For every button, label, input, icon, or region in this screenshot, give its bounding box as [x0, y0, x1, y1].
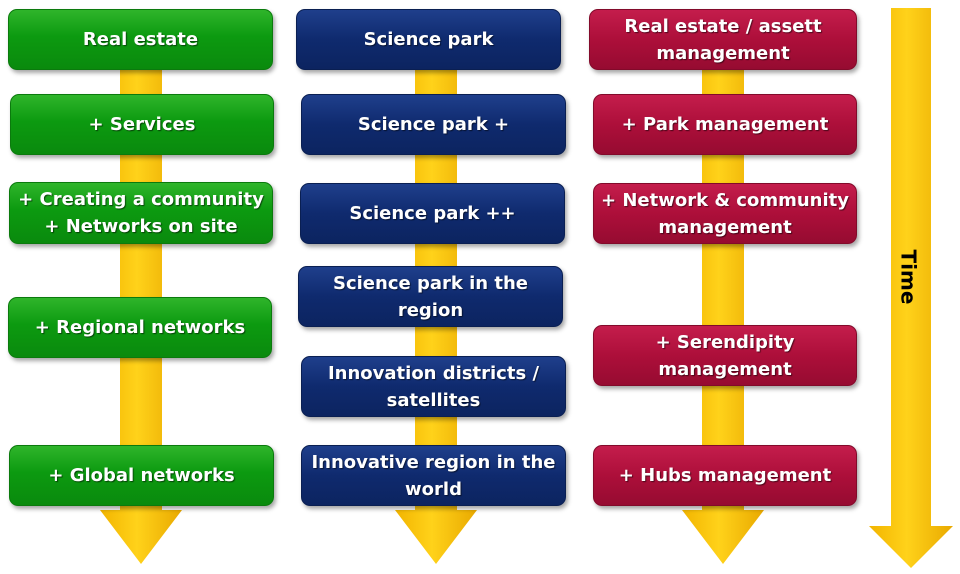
col1-box-1-line-1: Real estate: [82, 29, 199, 50]
col1-box-4-line-1: + Regional networks: [34, 317, 246, 338]
col1-box-5-line-1: + Global networks: [48, 465, 235, 486]
col3-box-4-line-2: management: [658, 358, 792, 380]
col1-box-3-line-1: + Creating a community: [18, 189, 264, 210]
col3-box-5-line-1: + Hubs management: [618, 465, 832, 486]
col2-box-3-line-1: Science park ++: [349, 203, 516, 224]
col2-box-5: Innovation districts / satellites: [301, 356, 566, 417]
col3-box-1-line-1: Real estate / assett: [624, 15, 822, 37]
col1-box-2: + Services: [10, 94, 274, 155]
col2-box-6-line-2: world: [405, 478, 462, 500]
col1-box-2-line-1: + Services: [88, 114, 196, 135]
col2-box-3: Science park ++: [300, 183, 565, 244]
col2-box-1-line-1: Science park: [363, 29, 494, 50]
column-3-arrow: [682, 40, 764, 564]
col3-box-3: + Network & community management: [593, 183, 857, 244]
col3-box-2: + Park management: [593, 94, 857, 155]
col1-box-3: + Creating a community + Networks on sit…: [9, 182, 273, 244]
time-label-text: Time: [896, 249, 920, 305]
col1-box-4: + Regional networks: [8, 297, 272, 358]
col3-box-4-line-1: + Serendipity: [655, 331, 795, 353]
col1-box-3-line-2: + Networks on site: [44, 216, 238, 237]
col3-box-4: + Serendipity management: [593, 325, 857, 386]
col1-box-5: + Global networks: [9, 445, 274, 506]
col2-box-5-line-2: satellites: [386, 389, 481, 411]
col3-box-1: Real estate / assett management: [589, 9, 857, 70]
col3-box-3-line-2: management: [658, 216, 792, 238]
time-label: Time: [888, 246, 928, 308]
col2-box-4: Science park in the region: [298, 266, 563, 327]
col1-box-1: Real estate: [8, 9, 273, 70]
col2-box-1: Science park: [296, 9, 561, 70]
col2-box-2-line-1: Science park +: [357, 114, 510, 135]
col2-box-4-line-1: Science park in the: [333, 272, 528, 294]
col2-box-6: Innovative region in the world: [301, 445, 566, 506]
col3-box-3-line-1: + Network & community: [601, 189, 849, 211]
col2-box-2: Science park +: [301, 94, 566, 155]
col2-box-5-line-1: Innovation districts /: [327, 362, 540, 384]
col3-box-5: + Hubs management: [593, 445, 857, 506]
col2-box-6-line-1: Innovative region in the: [311, 451, 556, 473]
col2-box-4-line-2: region: [397, 299, 464, 321]
col3-box-2-line-1: + Park management: [621, 114, 829, 135]
col3-box-1-line-2: management: [656, 42, 790, 64]
time-arrow: [869, 8, 953, 568]
